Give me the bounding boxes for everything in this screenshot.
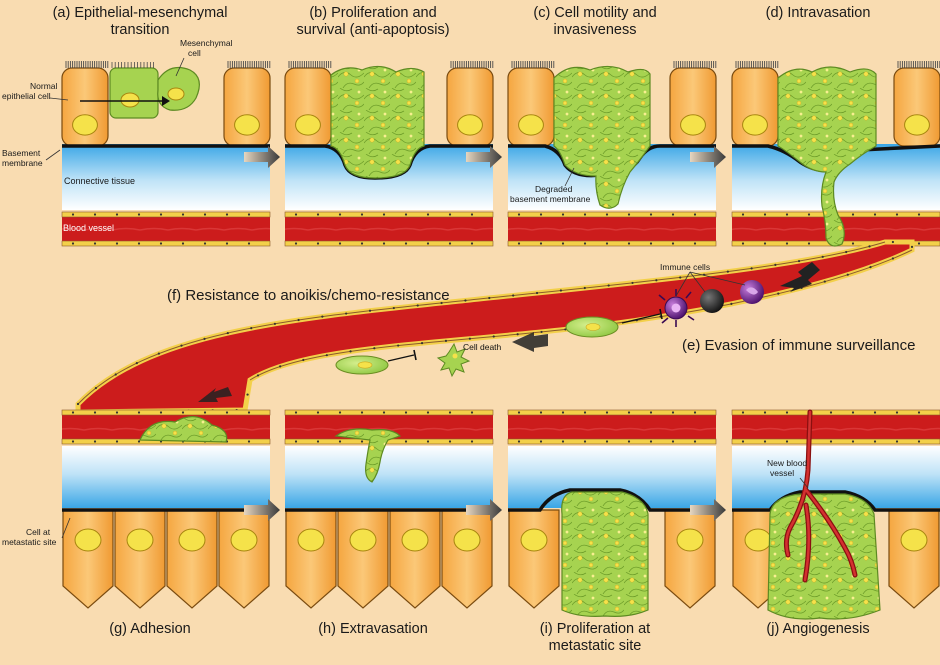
label-new-vessel-2: vessel bbox=[770, 468, 794, 478]
basement-membrane bbox=[508, 488, 716, 512]
panel-a bbox=[61, 61, 271, 247]
step-arrow-b-c bbox=[466, 146, 502, 168]
label-mesenchymal-2: cell bbox=[188, 48, 201, 58]
tumor-mass-d bbox=[777, 66, 877, 247]
metastatic-cell bbox=[218, 509, 270, 609]
metastatic-cell bbox=[389, 509, 441, 609]
flow-arrow-1 bbox=[780, 262, 820, 292]
epithelial-cell-left bbox=[731, 61, 779, 147]
panel-a-title-2: transition bbox=[111, 22, 170, 38]
label-connective: Connective tissue bbox=[64, 176, 135, 186]
panel-g-title: (g) Adhesion bbox=[109, 621, 190, 637]
label-metastatic-2: metastatic site bbox=[2, 537, 57, 547]
panel-f-title: (f) Resistance to anoikis/chemo-resistan… bbox=[167, 287, 450, 304]
tumor-mass-b bbox=[330, 65, 425, 179]
metastatic-cell bbox=[114, 509, 166, 609]
epithelial-cell-left bbox=[284, 61, 332, 147]
label-normal-2: epithelial cell bbox=[2, 91, 51, 101]
tumor-mass-i bbox=[561, 491, 649, 617]
panel-j-title: (j) Angiogenesis bbox=[766, 621, 869, 637]
epithelial-cell-right bbox=[446, 61, 494, 147]
panel-b-title-1: (b) Proliferation and bbox=[309, 5, 436, 21]
step-arrow-i-j bbox=[690, 499, 726, 521]
panel-b bbox=[284, 61, 494, 247]
metastatic-cell bbox=[166, 509, 218, 609]
detail-cells bbox=[198, 262, 820, 402]
blood-vessel bbox=[507, 409, 717, 445]
immune-cell-spiky bbox=[658, 289, 695, 327]
panel-i-title-1: (i) Proliferation at bbox=[540, 621, 650, 637]
panel-e-title: (e) Evasion of immune surveillance bbox=[682, 337, 915, 354]
blood-vessel bbox=[284, 211, 494, 247]
label-new-vessel-1: New blood bbox=[767, 458, 807, 468]
epithelial-cell-right bbox=[223, 61, 271, 147]
flow-arrow-2 bbox=[512, 332, 548, 352]
connective-tissue bbox=[285, 446, 493, 508]
label-mesenchymal-1: Mesenchymal bbox=[180, 38, 233, 48]
metastatic-cell bbox=[285, 509, 337, 609]
label-metastatic-1: Cell at bbox=[26, 527, 51, 537]
adhered-tumor-cluster bbox=[139, 416, 228, 443]
metastatic-cell bbox=[441, 509, 493, 609]
label-cell-death: Cell death bbox=[463, 342, 502, 352]
row-metastatic-site bbox=[61, 409, 940, 620]
epithelial-cell-right bbox=[893, 61, 940, 147]
panel-i-title-2: metastatic site bbox=[549, 638, 642, 654]
panel-h bbox=[284, 409, 494, 609]
inhibition-line-immune bbox=[621, 313, 661, 324]
epithelial-cell-left bbox=[507, 61, 555, 147]
metastatic-cell bbox=[62, 509, 114, 609]
step-arrow-a-b bbox=[244, 146, 280, 168]
connective-tissue bbox=[62, 144, 270, 210]
label-degraded-2: basement membrane bbox=[510, 194, 591, 204]
tumor-mass-c bbox=[553, 65, 651, 209]
transitioning-cell bbox=[109, 67, 159, 119]
emt-cells bbox=[80, 62, 200, 119]
row-primary-site bbox=[61, 61, 940, 247]
panel-d-title: (d) Intravasation bbox=[766, 5, 871, 21]
metastatic-cell bbox=[508, 509, 560, 609]
metastatic-cell bbox=[337, 509, 389, 609]
traveling-blood-vessel bbox=[75, 239, 915, 415]
panel-b-title-2: survival (anti-apoptosis) bbox=[296, 22, 449, 38]
panel-c-title-2: invasiveness bbox=[553, 22, 636, 38]
label-basement-2: membrane bbox=[2, 158, 43, 168]
panel-c-title-1: (c) Cell motility and bbox=[533, 5, 656, 21]
label-immune-cells: Immune cells bbox=[660, 262, 710, 272]
epithelial-cell-right bbox=[669, 61, 717, 147]
text-labels: (a) Epithelial-mesenchymal transition (b… bbox=[2, 5, 915, 654]
label-basement-1: Basement bbox=[2, 148, 41, 158]
tumor-mass-j bbox=[767, 493, 881, 620]
immune-cell-dark bbox=[700, 289, 724, 313]
step-arrow-h-i bbox=[466, 499, 502, 521]
label-normal-1: Normal bbox=[30, 81, 58, 91]
cell-death-icon bbox=[436, 342, 471, 378]
blood-vessel bbox=[507, 211, 717, 247]
panel-h-title: (h) Extravasation bbox=[318, 621, 428, 637]
label-blood-vessel: Blood vessel bbox=[63, 223, 114, 233]
metastatic-cell bbox=[664, 509, 716, 609]
connective-tissue bbox=[62, 446, 270, 508]
epithelial-cell-left bbox=[61, 61, 109, 147]
step-arrow-c-d bbox=[690, 146, 726, 168]
blood-vessel bbox=[61, 211, 271, 247]
flow-arrow-3 bbox=[198, 387, 232, 402]
panel-i bbox=[507, 409, 717, 609]
metastatic-cell bbox=[888, 509, 940, 609]
panel-a-title-1: (a) Epithelial-mesenchymal bbox=[53, 5, 228, 21]
step-arrow-g-h bbox=[244, 499, 280, 521]
blood-vessel bbox=[731, 409, 940, 445]
extravasating-cell bbox=[334, 428, 402, 483]
label-degraded-1: Degraded bbox=[535, 184, 573, 194]
